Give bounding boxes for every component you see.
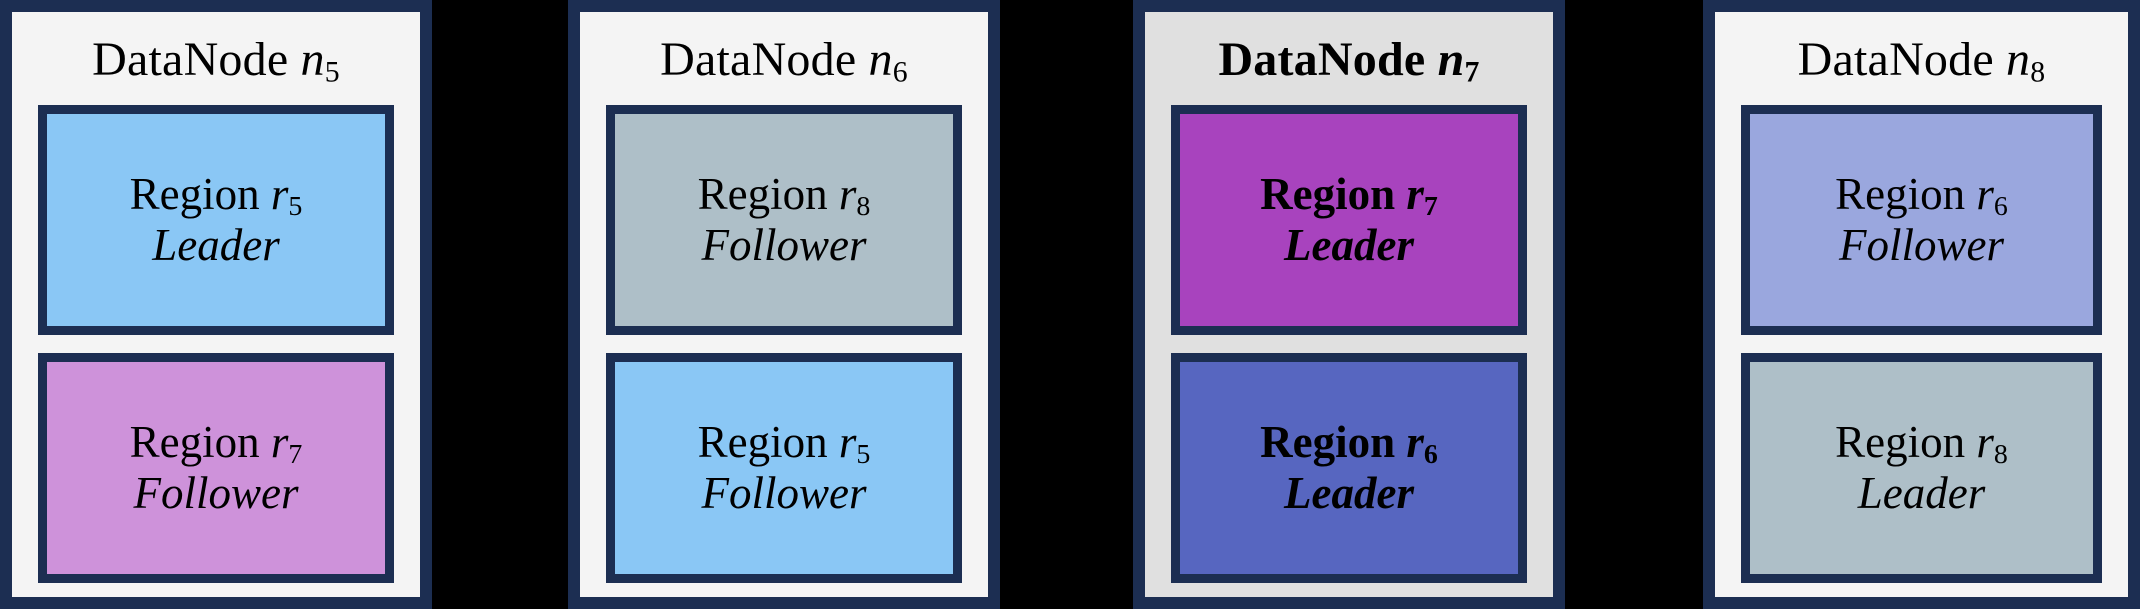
datanode-symbol-index: 7 [1464,55,1480,89]
region-title: Region r8 [1835,416,2008,470]
region-symbol-base: r [270,416,289,467]
datanode-symbol-base: n [2006,33,2031,86]
region-symbol-base: r [1406,169,1424,220]
region-role: Leader [152,219,280,270]
datanode-title-label: DataNode [1218,33,1426,86]
datanode-symbol-index: 8 [2030,55,2046,89]
region-title-label: Region [1835,416,1966,467]
region-title-label: Region [129,169,260,220]
region-symbol-base: r [1406,416,1424,467]
region-title: Region r8 [697,169,871,223]
region-symbol-index: 8 [1993,439,2008,470]
region-symbol: r8 [1976,416,2008,470]
region-title-label: Region [129,416,260,467]
datanode-title: DataNode n7 [1171,12,1527,105]
region-symbol-index: 8 [856,191,871,223]
region-role: Leader [1857,467,1986,518]
datanode-symbol-base: n [868,33,893,86]
datanode-symbol-index: 6 [892,55,908,89]
region-title: Region r5 [129,169,303,223]
datanode-symbol-base: n [1437,33,1465,86]
datanode-title: DataNode n8 [1741,12,2102,105]
region-symbol: r6 [1976,169,2008,223]
region-symbol: r7 [1406,169,1438,223]
region-symbol-index: 5 [288,191,303,223]
region-title: Region r6 [1835,169,2008,223]
region-symbol-index: 6 [1423,439,1438,470]
region-symbol: r8 [838,169,871,223]
datanode-title: DataNode n6 [606,12,962,105]
datanode-title-label: DataNode [660,33,857,86]
region-symbol: r5 [838,416,871,470]
datanode-symbol: n6 [868,33,908,89]
datanode-symbol-base: n [300,33,325,86]
region-symbol-base: r [1976,416,1994,467]
region-title: Region r5 [697,416,871,470]
datanode-title-label: DataNode [1797,33,1994,86]
region-symbol-index: 7 [1423,191,1438,223]
region-symbol-base: r [838,416,857,467]
region-title-label: Region [697,169,828,220]
datanode-symbol: n8 [2006,33,2046,89]
region-role: Follower [701,219,867,270]
region-role: Follower [701,467,867,518]
region-title: Region r6 [1260,416,1438,470]
region-title-label: Region [1835,169,1966,220]
region-title-label: Region [1260,169,1396,220]
region-symbol-index: 5 [856,439,871,470]
region-role: Leader [1284,219,1414,270]
region-title-label: Region [697,416,828,467]
region-symbol-base: r [838,169,857,220]
datanode-symbol: n7 [1437,33,1480,89]
region-symbol: r7 [270,416,303,470]
region-role: Follower [1839,219,2004,270]
datanode-symbol-index: 5 [324,55,340,89]
region-title: Region r7 [1260,169,1438,223]
datanode-title: DataNode n5 [38,12,394,105]
region-role: Follower [133,467,299,518]
datanode-symbol: n5 [300,33,340,89]
region-title: Region r7 [129,416,303,470]
region-symbol: r5 [270,169,303,223]
region-symbol-index: 7 [288,439,303,470]
region-symbol-index: 6 [1993,191,2008,223]
region-symbol-base: r [270,169,289,220]
region-symbol-base: r [1976,169,1994,220]
region-title-label: Region [1260,416,1396,467]
region-symbol: r6 [1406,416,1438,470]
datanode-title-label: DataNode [92,33,289,86]
region-role: Leader [1284,467,1414,518]
